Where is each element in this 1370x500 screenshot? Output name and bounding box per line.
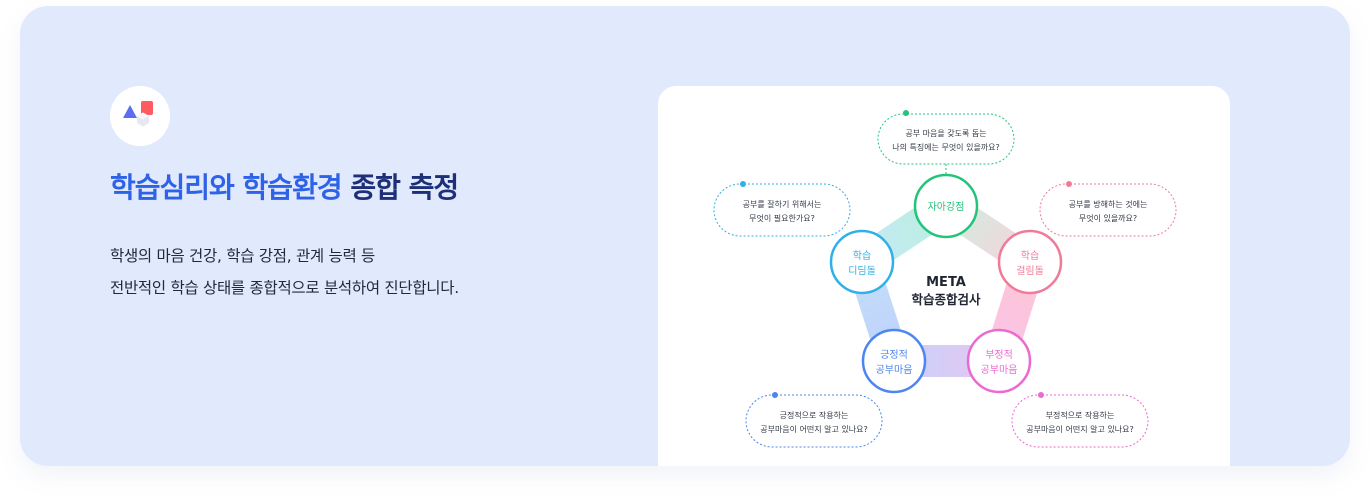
- center-title: META: [926, 275, 966, 290]
- bubble-4-line-2: 공부마음이 어떤지 알고 있나요?: [760, 424, 868, 434]
- bubble-1-line-2: 나의 특징에는 무엇이 있을까요?: [892, 142, 1000, 152]
- node-3-label-1: 부정적: [985, 349, 1013, 361]
- bubble-3: 부정적으로 작용하는 공부마음이 어떤지 알고 있나요?: [1011, 392, 1149, 448]
- bubble-1: 공부 마음을 갖도록 돕는 나의 특징에는 무엇이 있을까요?: [877, 110, 1015, 174]
- node-1: 자아강점: [913, 173, 979, 239]
- bubble-1-line-1: 공부 마음을 갖도록 돕는: [905, 128, 986, 138]
- shapes-logo-icon: [123, 101, 153, 127]
- node-3-label-2: 공부마음: [981, 364, 1018, 376]
- center-subtitle: 학습종합검사: [911, 292, 981, 307]
- bubble-2: 공부를 방해하는 것에는 무엇이 있을까요?: [1039, 181, 1177, 237]
- node-1-label: 자아강점: [928, 201, 965, 213]
- bubble-2-line-1: 공부를 방해하는 것에는: [1069, 199, 1148, 209]
- diagram-panel: META 학습종합검사 자아강점 학습 걸림돌 부정적 공부마음 긍정적 공부마…: [658, 86, 1230, 466]
- node-2-label-1: 학습: [1021, 250, 1039, 262]
- center-label: META 학습종합검사: [911, 275, 981, 307]
- node-5-label-2: 디딤돌: [848, 265, 876, 277]
- bubble-4-line-1: 긍정적으로 작용하는: [780, 410, 849, 420]
- bubble-5-line-2: 무엇이 필요한가요?: [749, 213, 815, 223]
- description-line-1: 학생의 마음 건강, 학습 강점, 관계 능력 등: [110, 247, 376, 265]
- feature-card: 학습심리와 학습환경 종합 측정 학생의 마음 건강, 학습 강점, 관계 능력…: [20, 6, 1350, 466]
- bubble-4: 긍정적으로 작용하는 공부마음이 어떤지 알고 있나요?: [745, 392, 883, 448]
- description-line-2: 전반적인 학습 상태를 종합적으로 분석하여 진단합니다.: [110, 279, 459, 297]
- bubble-5: 공부를 잘하기 위해서는 무엇이 필요한가요?: [713, 181, 851, 237]
- bubble-2-line-2: 무엇이 있을까요?: [1079, 213, 1137, 223]
- node-5-label-1: 학습: [853, 250, 871, 262]
- node-4: 긍정적 공부마음: [861, 328, 927, 394]
- node-2: 학습 걸림돌: [997, 229, 1063, 295]
- node-4-label-1: 긍정적: [880, 349, 908, 361]
- bubble-3-line-1: 부정적으로 작용하는: [1046, 410, 1115, 420]
- description: 학생의 마음 건강, 학습 강점, 관계 능력 등 전반적인 학습 상태를 종합…: [110, 240, 459, 304]
- node-4-label-2: 공부마음: [876, 364, 913, 376]
- node-3: 부정적 공부마음: [966, 328, 1032, 394]
- bubble-3-line-2: 공부마음이 어떤지 알고 있나요?: [1026, 424, 1134, 434]
- node-2-label-2: 걸림돌: [1016, 264, 1044, 277]
- title-rest: 종합 측정: [350, 171, 459, 204]
- bubble-5-line-1: 공부를 잘하기 위해서는: [743, 199, 822, 209]
- meta-pentagon-diagram: META 학습종합검사 자아강점 학습 걸림돌 부정적 공부마음 긍정적 공부마…: [713, 110, 1177, 448]
- page-title: 학습심리와 학습환경 종합 측정: [110, 166, 459, 206]
- logo-badge: [110, 86, 170, 146]
- node-5: 학습 디딤돌: [829, 229, 895, 295]
- title-highlight: 학습심리와 학습환경: [110, 171, 343, 204]
